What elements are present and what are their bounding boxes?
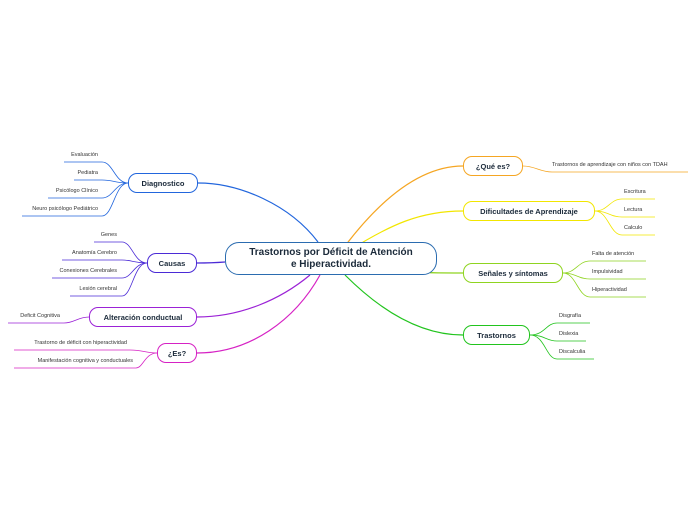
topic-trastornos[interactable]: Trastornos (463, 325, 530, 345)
connector-es-leaf-0 (14, 349, 158, 354)
leaf-dificultades-0[interactable]: Escritura (624, 189, 646, 195)
connector-senales-leaf-2 (562, 272, 646, 298)
central-topic-text: Trastornos por Déficit de Atención e Hip… (249, 247, 413, 271)
connector-trastornos-leaf-1 (529, 334, 586, 342)
connector-trastornos (344, 274, 464, 336)
connector-alteracion (196, 274, 311, 318)
topic-alteracion-label: Alteración conductual (103, 312, 183, 322)
connector-diagnostico-leaf-3 (22, 182, 129, 217)
leaf-es-1[interactable]: Manifestación cognitiva y conductuales (37, 358, 133, 364)
topic-diagnostico-label: Diagnostico (141, 178, 185, 188)
topic-dificultades-label: Dificultades de Aprendizaje (480, 206, 578, 216)
leaf-es-0[interactable]: Trastorno de déficit con hiperactividad (34, 340, 127, 346)
topic-senales[interactable]: Señales y síntomas (463, 263, 563, 283)
connector-causas-leaf-0 (94, 241, 148, 264)
connector-causas (196, 261, 226, 264)
connector-dificultades-leaf-1 (594, 210, 655, 218)
central-topic-line1: Trastornos por Déficit de Atención (249, 246, 413, 258)
topic-diagnostico[interactable]: Diagnostico (128, 173, 198, 193)
connector-dificultades-leaf-0 (594, 198, 655, 212)
connector-trastornos-leaf-2 (529, 334, 594, 360)
leaf-que-es-0[interactable]: Trastornos de aprendizaje con niños con … (552, 162, 668, 168)
topic-es[interactable]: ¿Es? (157, 343, 197, 363)
leaf-causas-0[interactable]: Genes (100, 232, 117, 238)
connector-causas-leaf-1 (62, 259, 148, 264)
connector-dificultades-leaf-2 (594, 210, 655, 236)
topic-senales-label: Señales y síntomas (478, 268, 548, 278)
leaf-senales-1[interactable]: Impulsividad (592, 269, 623, 275)
connector-diagnostico-leaf-0 (64, 161, 129, 184)
leaf-senales-0[interactable]: Falta de atención (592, 251, 635, 257)
connector-trastornos-leaf-0 (529, 322, 590, 336)
connector-diagnostico-leaf-1 (74, 179, 129, 184)
topic-trastornos-label: Trastornos (477, 330, 516, 340)
connector-senales-leaf-0 (562, 260, 646, 274)
connector-que-es-leaf-0 (522, 165, 688, 173)
connector-que-es (344, 165, 464, 247)
central-topic-line2: e Hiperactividad. (290, 258, 371, 270)
leaf-trastornos-1[interactable]: Dislexia (559, 331, 579, 337)
leaf-trastornos-0[interactable]: Disgrafía (559, 313, 582, 319)
leaf-causas-2[interactable]: Conexiones Cerebrales (59, 268, 117, 274)
leaf-senales-2[interactable]: Hiperactividad (592, 287, 627, 293)
topic-causas[interactable]: Causas (147, 253, 197, 273)
topic-dificultades[interactable]: Dificultades de Aprendizaje (463, 201, 595, 221)
connector-alteracion-leaf-0 (8, 316, 90, 324)
leaf-dificultades-2[interactable]: Calculo (624, 225, 643, 231)
connector-senales-leaf-1 (562, 272, 646, 280)
leaf-diagnostico-2[interactable]: Psicólogo Clínico (55, 188, 98, 194)
central-topic[interactable]: Trastornos por Déficit de Atención e Hip… (225, 242, 437, 275)
connector-es (196, 274, 321, 354)
topic-causas-label: Causas (158, 258, 186, 268)
connector-diagnostico (197, 182, 319, 243)
leaf-alteracion-0[interactable]: Deficit Cognitiva (20, 313, 60, 319)
leaf-causas-1[interactable]: Anatomía Cerebro (72, 250, 117, 256)
topic-alteracion[interactable]: Alteración conductual (89, 307, 197, 327)
leaf-diagnostico-1[interactable]: Pediatra (77, 170, 99, 176)
topic-es-label: ¿Es? (167, 348, 187, 358)
topic-que-es-label: ¿Qué es? (475, 161, 511, 171)
leaf-causas-3[interactable]: Lesión cerebral (79, 286, 117, 292)
connector-es-leaf-1 (14, 352, 158, 369)
leaf-diagnostico-0[interactable]: Evaluación (71, 152, 98, 158)
leaf-diagnostico-3[interactable]: Neuro psicólogo Pediátrico (32, 206, 98, 212)
topic-que-es[interactable]: ¿Qué es? (463, 156, 523, 176)
connector-causas-leaf-3 (70, 262, 148, 297)
leaf-dificultades-1[interactable]: Lectura (624, 207, 643, 213)
leaf-trastornos-2[interactable]: Discalculia (559, 349, 586, 355)
